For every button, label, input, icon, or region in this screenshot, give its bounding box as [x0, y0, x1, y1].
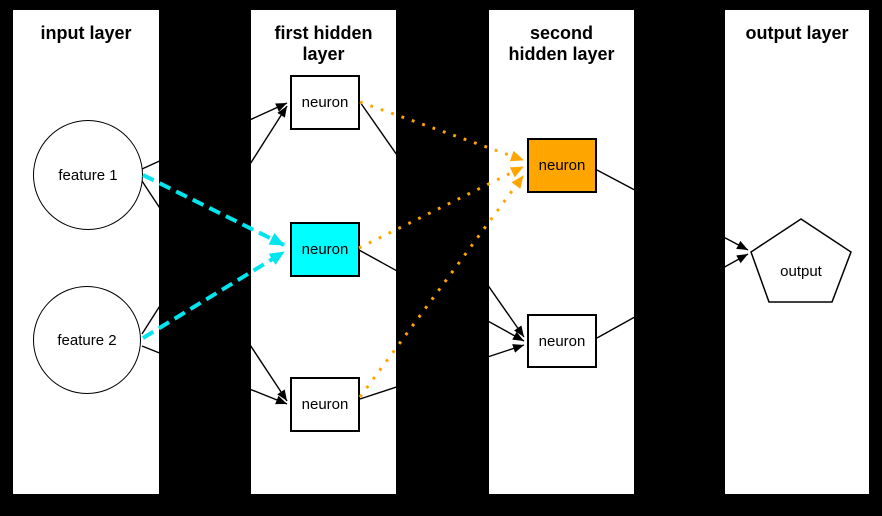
edge-feature2-hidden1n2-cyan [141, 250, 286, 340]
edge-hidden1n3-hidden2n1-orange [358, 175, 525, 398]
node-feature-1: feature 1 [33, 120, 143, 230]
node-label: neuron [301, 241, 349, 258]
panel-title-line: output layer [745, 23, 849, 43]
node-label: neuron [301, 94, 349, 111]
node-output-pentagon [750, 218, 852, 303]
node-hidden2-neuron-1-orange: neuron [527, 138, 597, 193]
panel-title-line: second [529, 23, 594, 43]
panel-title-second-hidden-layer: second hidden layer [489, 23, 634, 65]
edge-hidden1n2-hidden2n2 [358, 249, 525, 342]
edge-feature2-hidden1n1 [141, 105, 288, 335]
node-hidden1-neuron-2-cyan: neuron [290, 222, 360, 277]
edge-hidden1n1-hidden2n2 [359, 101, 525, 338]
panel-title-line: layer [302, 44, 345, 64]
edge-hidden1n1-hidden2n1-orange [359, 100, 524, 162]
node-label: neuron [538, 157, 586, 174]
panel-title-output-layer: output layer [725, 23, 869, 44]
node-label: neuron [301, 396, 349, 413]
panel-title-line: input layer [40, 23, 132, 43]
panel-second-hidden-layer: second hidden layer [489, 10, 634, 494]
panel-title-first-hidden-layer: first hidden layer [251, 23, 396, 65]
edge-hidden2n2-output [596, 253, 749, 339]
edge-hidden2n1-output [596, 169, 749, 251]
edge-hidden1n3-hidden2n2 [359, 344, 525, 400]
node-output-label: output [780, 263, 822, 280]
edge-feature1-hidden1n3 [141, 180, 288, 402]
edge-feature1-hidden1n1 [141, 102, 288, 170]
node-hidden2-neuron-2: neuron [527, 314, 597, 368]
panel-title-input-layer: input layer [13, 23, 159, 44]
node-label: neuron [538, 332, 586, 350]
node-hidden1-neuron-1: neuron [290, 75, 360, 130]
edge-feature1-hidden1n2-cyan [142, 173, 285, 247]
node-label: feature 1 [58, 166, 118, 184]
panel-title-line: hidden layer [508, 44, 615, 64]
panel-title-line: first hidden [274, 23, 373, 43]
node-label: feature 2 [57, 331, 117, 349]
node-feature-2: feature 2 [33, 286, 141, 394]
panel-input-layer: input layer [13, 10, 159, 494]
node-hidden1-neuron-3: neuron [290, 377, 360, 432]
edge-feature2-hidden1n3 [141, 345, 288, 405]
edge-hidden1n2-hidden2n1-orange [358, 165, 524, 250]
